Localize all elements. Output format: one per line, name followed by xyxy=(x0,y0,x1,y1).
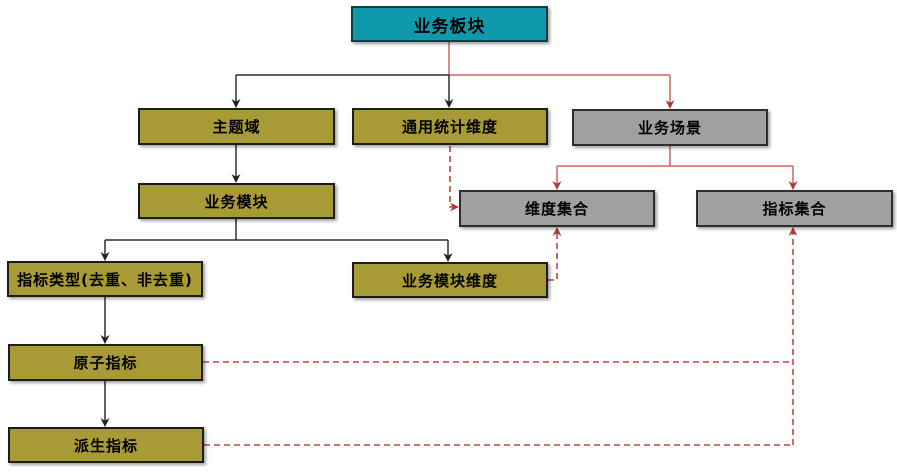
node-common-stat-dimension: 通用统计维度 xyxy=(352,108,548,145)
node-atomic-indicator: 原子指标 xyxy=(8,344,203,381)
node-business-sector: 业务板块 xyxy=(351,6,548,42)
node-subject-domain: 主题域 xyxy=(138,108,335,145)
node-dimension-set: 维度集合 xyxy=(459,190,655,227)
node-business-scenario: 业务场景 xyxy=(572,109,768,146)
node-indicator-type: 指标类型(去重、非去重) xyxy=(7,261,203,297)
edge-module-dim-to-dimension-set xyxy=(548,227,562,281)
edge-common-dim-to-dimension-set xyxy=(449,146,459,212)
node-business-module: 业务模块 xyxy=(138,183,335,219)
node-derived-indicator: 派生指标 xyxy=(8,427,204,463)
node-indicator-set: 指标集合 xyxy=(696,190,893,227)
node-business-module-dimension: 业务模块维度 xyxy=(352,262,548,298)
